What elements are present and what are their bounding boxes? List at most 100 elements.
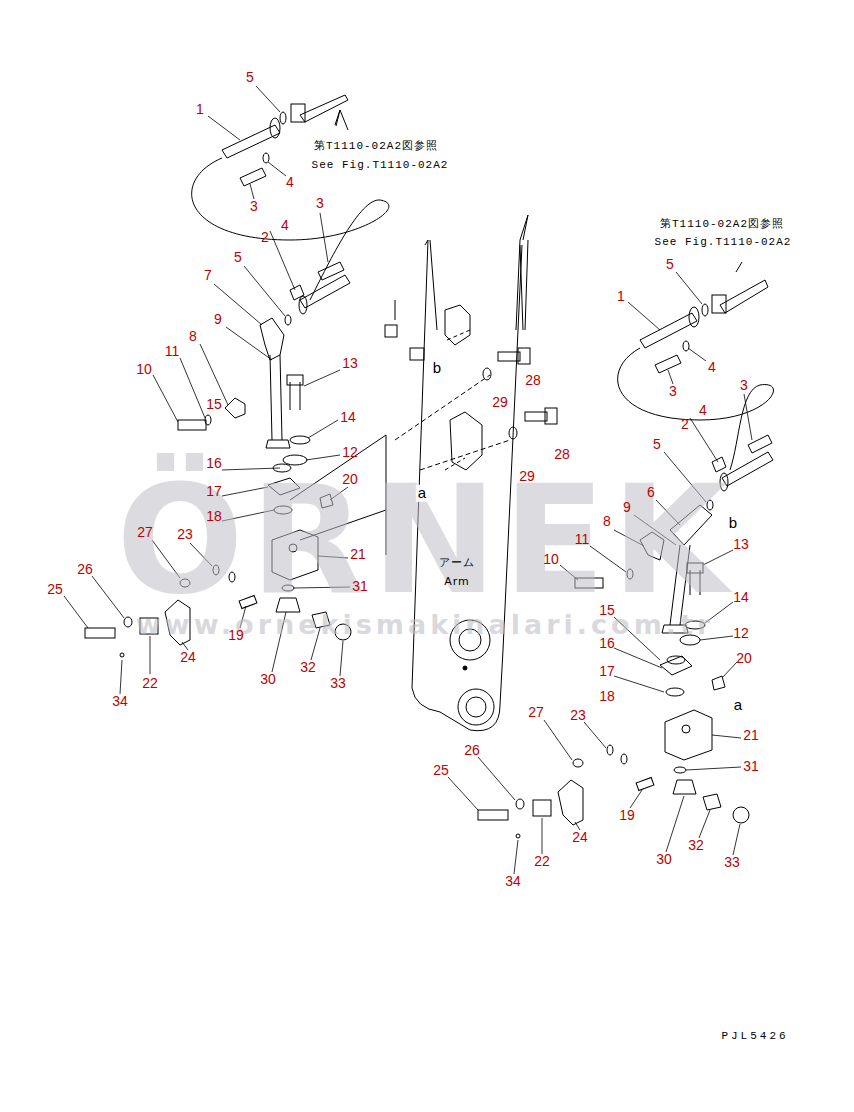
callout-number: 8 bbox=[602, 514, 612, 529]
callout-number: 4 bbox=[707, 360, 717, 375]
callout-number: 7 bbox=[203, 268, 213, 283]
arm-edge bbox=[430, 240, 437, 330]
callout-number: 32 bbox=[687, 838, 705, 853]
callout-number: 28 bbox=[524, 373, 542, 388]
reference-note: See Fig.T1110-02A2 bbox=[653, 236, 794, 248]
callout-number: 23 bbox=[569, 708, 587, 723]
o-ring bbox=[667, 656, 685, 664]
callout-number: 31 bbox=[742, 759, 760, 774]
view-letter: a bbox=[732, 697, 744, 714]
callout-number: 23 bbox=[176, 527, 194, 542]
o-ring bbox=[621, 754, 627, 764]
callout-number: 24 bbox=[179, 650, 197, 665]
callout-number: 28 bbox=[553, 447, 571, 462]
bolt bbox=[178, 420, 206, 430]
callout-number: 18 bbox=[598, 689, 616, 704]
pipe bbox=[300, 95, 348, 122]
callout-number: 13 bbox=[732, 537, 750, 552]
callout-number: 31 bbox=[351, 579, 369, 594]
callout-number: 33 bbox=[723, 855, 741, 870]
callout-number: 16 bbox=[598, 636, 616, 651]
washer bbox=[483, 368, 491, 380]
callout-number: 15 bbox=[598, 603, 616, 618]
part-name: アーム bbox=[439, 557, 475, 569]
washer bbox=[263, 153, 269, 163]
callout-number: 14 bbox=[339, 410, 357, 425]
callout-number: 4 bbox=[285, 175, 295, 190]
callout-number: 5 bbox=[665, 257, 675, 272]
callout-number: 3 bbox=[668, 384, 678, 399]
callout-number: 1 bbox=[616, 289, 626, 304]
o-ring bbox=[285, 315, 291, 325]
callout-number: 27 bbox=[527, 705, 545, 720]
view-letter: a bbox=[416, 485, 428, 502]
callout-number: 22 bbox=[141, 676, 159, 691]
arm-edge bbox=[520, 245, 523, 330]
bolt bbox=[318, 262, 344, 280]
o-ring bbox=[280, 112, 286, 124]
bolt bbox=[498, 352, 520, 361]
arrow-shaft bbox=[736, 262, 742, 272]
o-ring bbox=[702, 304, 708, 316]
callout-number: 34 bbox=[111, 694, 129, 709]
callout-number: 2 bbox=[680, 417, 690, 432]
pipe-flange bbox=[266, 440, 290, 448]
washer bbox=[205, 415, 211, 425]
callout-number: 27 bbox=[136, 525, 154, 540]
callout-number: 19 bbox=[618, 808, 636, 823]
callout-number: 1 bbox=[195, 102, 205, 117]
bolt bbox=[478, 810, 508, 820]
callout-number: 3 bbox=[739, 378, 749, 393]
flange bbox=[291, 104, 305, 122]
clamp-block bbox=[225, 398, 245, 418]
pin-boss bbox=[458, 689, 494, 725]
callout-number: 26 bbox=[463, 743, 481, 758]
bolt-head bbox=[287, 375, 303, 385]
callout-number: 16 bbox=[205, 456, 223, 471]
flange-plate bbox=[660, 656, 692, 675]
fitting-nut bbox=[299, 296, 307, 314]
bolt-head bbox=[545, 408, 557, 424]
callout-number: 30 bbox=[259, 672, 277, 687]
spacer bbox=[533, 800, 551, 816]
pin bbox=[636, 778, 654, 791]
callout-number: 5 bbox=[652, 437, 662, 452]
grease-nipple bbox=[120, 653, 124, 657]
clamp bbox=[290, 285, 304, 300]
callout-number: 3 bbox=[249, 199, 259, 214]
callout-number: 34 bbox=[504, 874, 522, 889]
adapter bbox=[703, 794, 721, 810]
nut bbox=[733, 807, 749, 823]
callout-number: 33 bbox=[329, 676, 347, 691]
watermark: ÖRNEK bbox=[116, 458, 733, 623]
callout-number: 25 bbox=[46, 582, 64, 597]
o-ring bbox=[666, 688, 684, 696]
callout-number: 12 bbox=[732, 626, 750, 641]
bolt-head bbox=[518, 348, 530, 364]
pin-hole bbox=[466, 697, 486, 717]
callout-number: 20 bbox=[341, 472, 359, 487]
callout-number: 13 bbox=[341, 356, 359, 371]
callout-number: 6 bbox=[646, 485, 656, 500]
callout-number: 8 bbox=[188, 329, 198, 344]
hose-fitting bbox=[222, 125, 280, 158]
washer bbox=[290, 436, 310, 444]
callout-number: 17 bbox=[598, 664, 616, 679]
callout-number: 25 bbox=[432, 763, 450, 778]
callout-number: 19 bbox=[227, 628, 245, 643]
callout-number: 30 bbox=[655, 852, 673, 867]
guide-line bbox=[395, 300, 396, 320]
callout-number: 4 bbox=[698, 403, 708, 418]
part-name: Arm bbox=[444, 576, 470, 588]
hose bbox=[618, 348, 774, 470]
washer bbox=[509, 427, 517, 439]
reference-note: 第T1110-02A2図参照 bbox=[658, 218, 786, 230]
washer bbox=[573, 759, 583, 767]
watermark-url: www.ornekismakinalari.com.tr bbox=[136, 610, 715, 640]
callout-number: 20 bbox=[735, 651, 753, 666]
callout-number: 10 bbox=[542, 552, 560, 567]
grease-nipple bbox=[516, 834, 520, 838]
view-letter: b bbox=[431, 360, 443, 377]
